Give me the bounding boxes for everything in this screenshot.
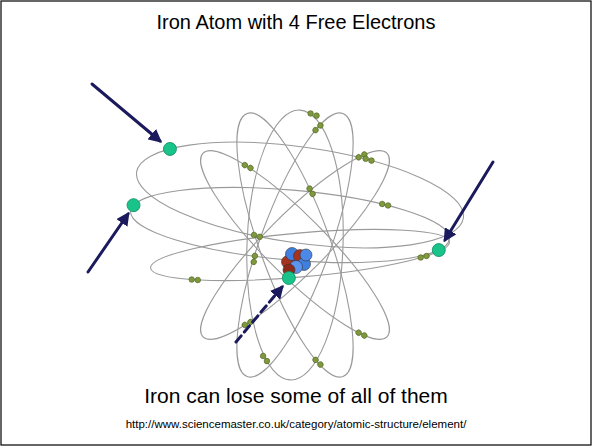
- slide-caption: Iron can lose some of all of them: [0, 383, 592, 408]
- electron-pairs: [188, 109, 430, 369]
- orbits: [128, 101, 471, 388]
- slide-title: Iron Atom with 4 Free Electrons: [0, 10, 592, 34]
- source-url: http://www.sciencemaster.co.uk/category/…: [0, 418, 592, 432]
- pointer-arrows: [88, 84, 493, 342]
- free-electrons: [126, 142, 445, 285]
